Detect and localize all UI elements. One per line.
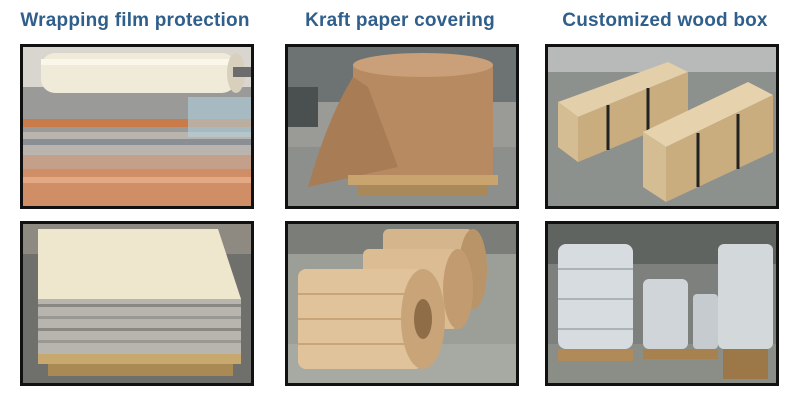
kraft-roll-image	[288, 47, 516, 206]
warehouse-coils-image	[548, 224, 776, 383]
photo-wood-crates	[545, 44, 779, 209]
photo-film-roll	[20, 44, 254, 209]
heading-kraft-paper: Kraft paper covering	[305, 10, 495, 31]
kraft-coils-image	[288, 224, 516, 383]
photo-kraft-roll	[285, 44, 519, 209]
photo-warehouse-coils	[545, 221, 779, 386]
wood-crates-image	[548, 47, 776, 206]
photo-stacked-sheets	[20, 221, 254, 386]
photo-kraft-coils	[285, 221, 519, 386]
stacked-sheets-image	[23, 224, 251, 383]
heading-wood-box: Customized wood box	[562, 10, 768, 31]
film-roll-image	[23, 47, 251, 206]
heading-wrapping-film: Wrapping film protection	[20, 10, 250, 31]
